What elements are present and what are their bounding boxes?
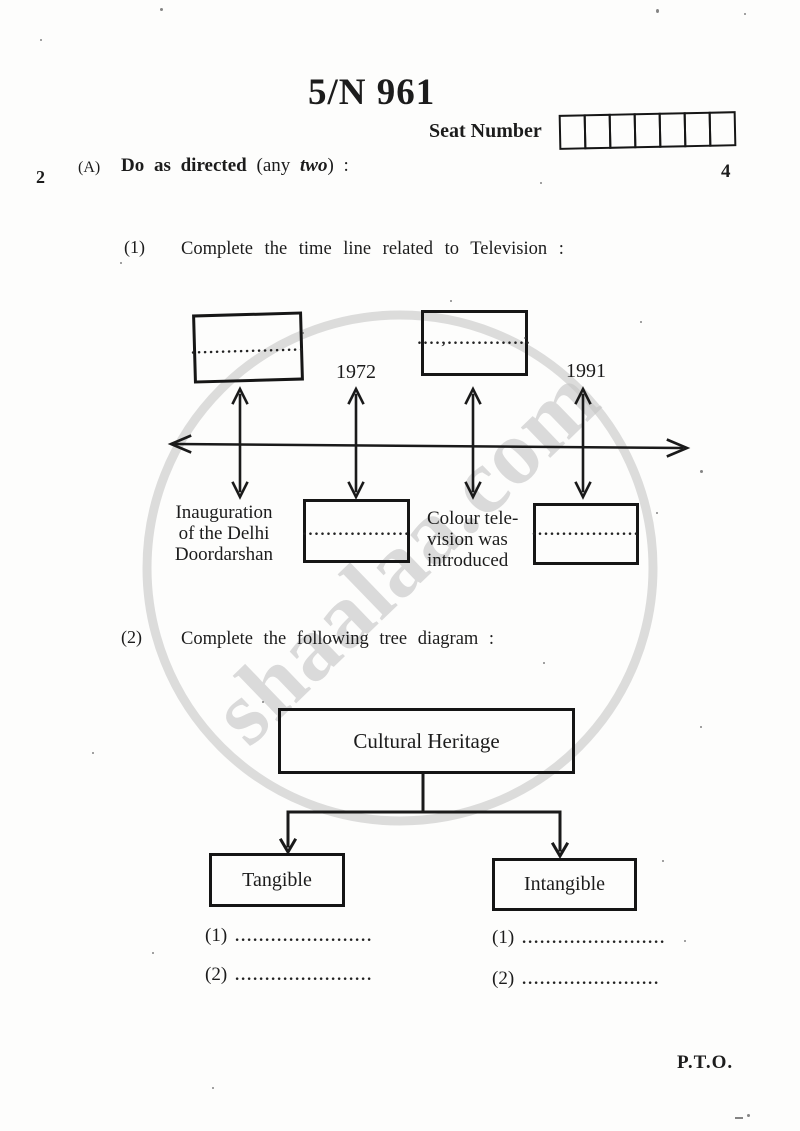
seat-cell: [633, 112, 662, 149]
directive-paren-pre: (any: [256, 155, 301, 176]
directive-bold: Do as directed: [121, 155, 247, 176]
tree-root-label: Cultural Heritage: [353, 728, 500, 753]
seat-cell: [583, 113, 612, 150]
intangible-label: Intangible: [523, 873, 606, 895]
q2-number: (2): [121, 627, 142, 647]
blank-line: (1)........................: [492, 927, 667, 948]
pto-label: P.T.O.: [677, 1052, 734, 1073]
blank-dots: ...................: [190, 336, 306, 358]
seat-number-boxes: [558, 111, 737, 150]
q2-prompt: Complete the following tree diagram :: [181, 629, 495, 649]
blank-line: (2).......................: [492, 968, 661, 989]
directive-two: two: [300, 155, 328, 176]
timeline-blank-box-1: ...................: [190, 311, 306, 384]
blank-line: (1).......................: [205, 925, 374, 946]
blank-line: (2).......................: [205, 964, 374, 985]
tree-child-box-tangible: Tangible: [209, 853, 345, 907]
directive-line: Do as directed (any two) :: [121, 155, 349, 177]
seat-cell: [608, 113, 637, 149]
timeline-blank-box-2: ....,..............: [418, 310, 530, 376]
timeline-label-inauguration: Inauguration of the Delhi Doordarshan: [174, 502, 274, 565]
seat-cell: [558, 114, 587, 150]
tree-child-box-intangible: Intangible: [492, 858, 637, 911]
tree-root-box: Cultural Heritage: [278, 708, 575, 774]
q1-prompt: Complete the time line related to Televi…: [181, 239, 564, 259]
blank-dots: ..................: [302, 522, 411, 539]
timeline-year-1972: 1972: [336, 361, 376, 383]
seat-cell: [708, 111, 737, 147]
directive-paren-post: ) :: [327, 155, 349, 176]
q1-number: (1): [124, 237, 145, 257]
timeline-year-1991: 1991: [566, 360, 606, 382]
seat-cell: [658, 112, 687, 148]
marks-right: 4: [721, 161, 731, 182]
marks-left: 2: [36, 167, 45, 187]
timeline-blank-box-3: ..................: [303, 499, 410, 563]
tangible-label: Tangible: [242, 868, 312, 891]
blank-dots: ....,..............: [417, 331, 532, 348]
seat-cell: [683, 111, 712, 148]
timeline-label-colour-tv: Colour tele- vision was introduced: [427, 508, 519, 571]
section-label: (A): [78, 159, 101, 176]
seat-number-label: Seat Number: [429, 120, 542, 142]
blank-dots: ..................: [532, 522, 640, 539]
page-title: 5/N 961: [308, 72, 436, 113]
timeline-blank-box-4: ..................: [532, 503, 640, 565]
